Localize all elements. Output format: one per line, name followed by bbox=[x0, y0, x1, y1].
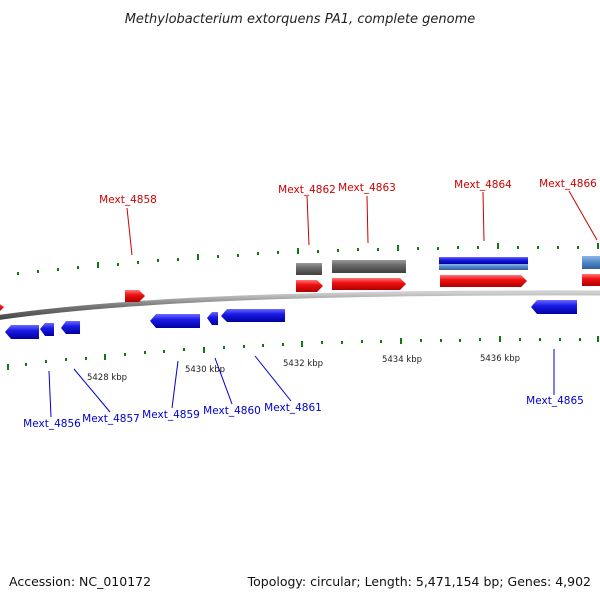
gene-label-mext-4856[interactable]: Mext_4856 bbox=[23, 418, 81, 430]
feature-box-gray-1[interactable] bbox=[296, 263, 322, 275]
gene-arrow-left-edge[interactable] bbox=[0, 304, 4, 311]
gene-arrow-mext-4861[interactable] bbox=[221, 309, 285, 322]
gene-arrow-mext-4866[interactable] bbox=[582, 274, 600, 286]
gene-label-mext-4866[interactable]: Mext_4866 bbox=[539, 178, 597, 190]
gene-label-mext-4865[interactable]: Mext_4865 bbox=[526, 395, 584, 407]
genome-info-text: Topology: circular; Length: 5,471,154 bp… bbox=[247, 574, 591, 589]
gene-arrow-mext-4857a[interactable] bbox=[40, 323, 54, 336]
gene-label-mext-4864[interactable]: Mext_4864 bbox=[454, 179, 512, 191]
forward-genes bbox=[0, 274, 600, 311]
gene-label-mext-4863[interactable]: Mext_4863 bbox=[338, 182, 396, 194]
reverse-tick-marks bbox=[7, 336, 599, 370]
gene-arrow-mext-4856[interactable] bbox=[5, 325, 39, 339]
gene-arrow-mext-4865[interactable] bbox=[531, 300, 577, 314]
feature-box-lightblue-1[interactable] bbox=[439, 264, 528, 270]
gene-label-mext-4862[interactable]: Mext_4862 bbox=[278, 184, 336, 196]
gene-arrow-mext-4860[interactable] bbox=[207, 312, 218, 325]
gene-arrow-mext-4858[interactable] bbox=[125, 290, 145, 302]
feature-box-lightblue-2[interactable] bbox=[582, 256, 600, 269]
kbp-label-5432: 5432 kbp bbox=[283, 359, 323, 369]
forward-tick-marks bbox=[17, 243, 599, 275]
reverse-leader-lines bbox=[48, 349, 555, 418]
kbp-label-5434: 5434 kbp bbox=[382, 355, 422, 365]
gene-arrow-mext-4864[interactable] bbox=[440, 275, 527, 287]
reverse-genes bbox=[5, 300, 577, 339]
map-title: Methylobacterium extorquens PA1, complet… bbox=[125, 12, 476, 27]
forward-leader-lines bbox=[126, 190, 598, 256]
gene-label-mext-4859[interactable]: Mext_4859 bbox=[142, 409, 200, 421]
gene-label-mext-4857[interactable]: Mext_4857 bbox=[82, 413, 140, 425]
gene-arrow-mext-4862[interactable] bbox=[296, 280, 323, 292]
feature-box-gray-2[interactable] bbox=[332, 260, 406, 273]
kbp-label-5430: 5430 kbp bbox=[185, 365, 225, 375]
gene-label-mext-4861[interactable]: Mext_4861 bbox=[264, 402, 322, 414]
gene-arrow-mext-4863[interactable] bbox=[332, 278, 406, 290]
gene-arrow-mext-4859[interactable] bbox=[150, 314, 200, 328]
genome-backbone bbox=[0, 290, 600, 320]
feature-box-blue-1[interactable] bbox=[439, 257, 528, 264]
gene-label-mext-4858[interactable]: Mext_4858 bbox=[99, 194, 157, 206]
feature-boxes bbox=[296, 256, 600, 275]
kbp-label-5436: 5436 kbp bbox=[480, 354, 520, 364]
accession-text: Accession: NC_010172 bbox=[9, 574, 151, 589]
gene-label-mext-4860[interactable]: Mext_4860 bbox=[203, 405, 261, 417]
gene-arrow-mext-4857b[interactable] bbox=[61, 321, 80, 334]
kbp-label-5428: 5428 kbp bbox=[87, 373, 127, 383]
